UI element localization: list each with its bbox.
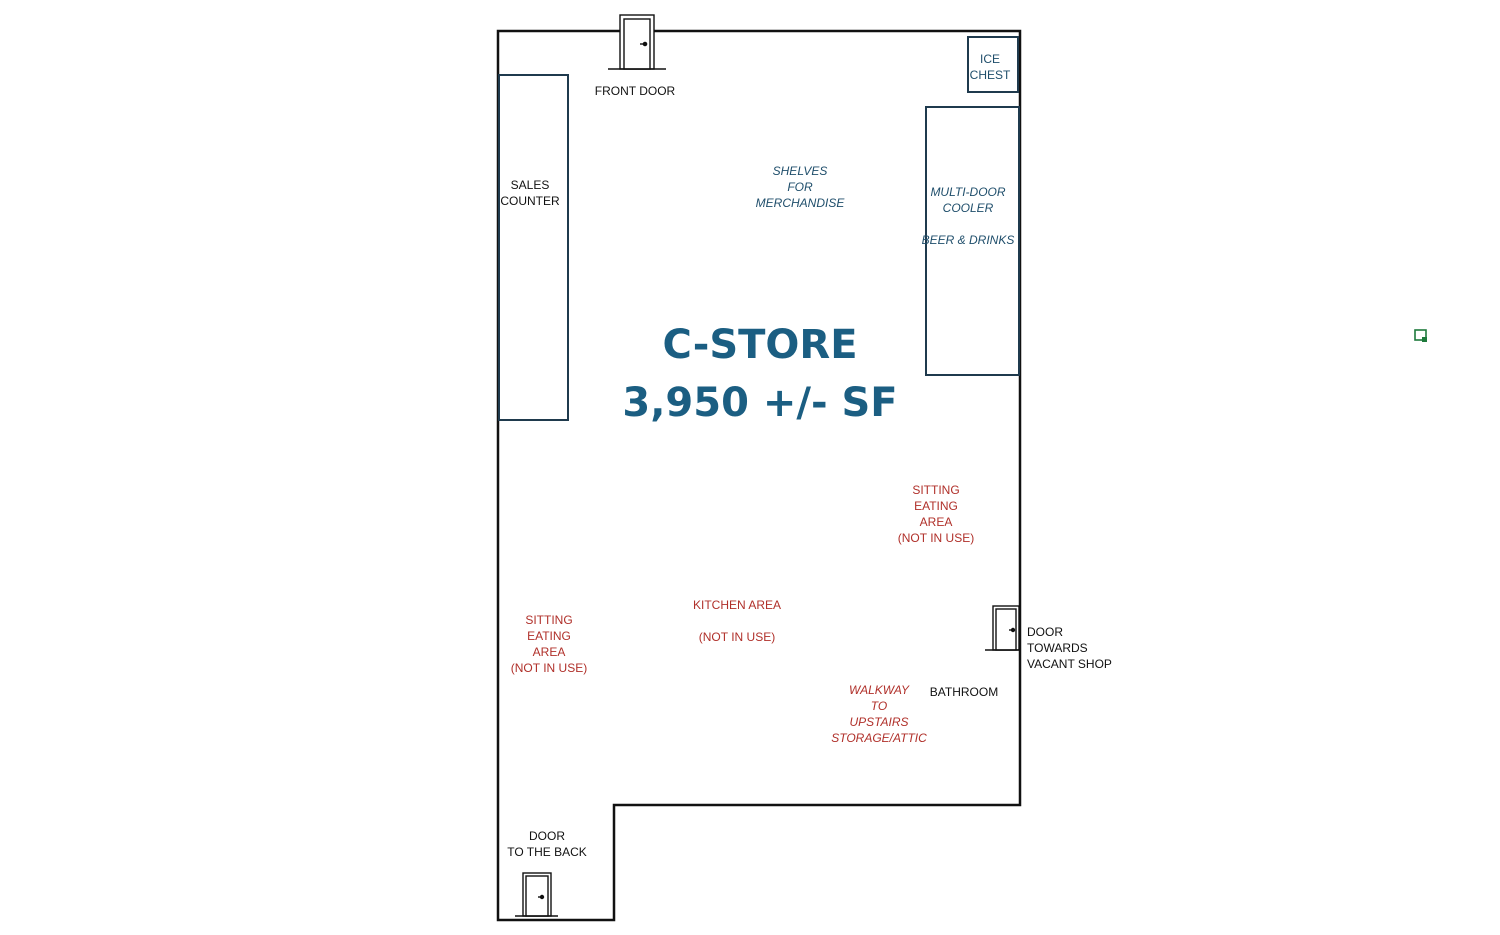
cooler-label: MULTI-DOOR COOLER BEER & DRINKS	[921, 185, 1015, 247]
multi-door-cooler	[925, 106, 1020, 376]
side-door-icon	[985, 605, 1020, 651]
shelves-label: SHELVES FOR MERCHANDISE	[755, 164, 845, 210]
sitting-area-right-label: SITTING EATING AREA (NOT IN USE)	[897, 483, 975, 545]
back-door-icon	[515, 872, 558, 917]
store-size: 3,950 +/- SF	[622, 380, 898, 426]
kitchen-area-label: KITCHEN AREA (NOT IN USE)	[692, 598, 782, 644]
sitting-area-left-label: SITTING EATING AREA (NOT IN USE)	[510, 613, 588, 675]
ice-chest-label: ICE CHEST	[969, 52, 1011, 82]
comment-marker-icon[interactable]	[1414, 329, 1428, 343]
front-door-icon	[608, 14, 666, 70]
exterior-wall	[496, 29, 1022, 922]
sales-counter	[498, 74, 569, 421]
store-name: C-STORE	[662, 322, 858, 368]
vacant-shop-door-label: DOOR TOWARDS VACANT SHOP	[1027, 625, 1112, 671]
bathroom-label: BATHROOM	[929, 685, 999, 699]
sales-counter-label: SALES COUNTER	[500, 178, 560, 208]
front-door-label: FRONT DOOR	[594, 84, 676, 98]
ice-chest	[967, 36, 1019, 93]
walkway-label: WALKWAY TO UPSTAIRS STORAGE/ATTIC	[831, 683, 927, 745]
back-door-label: DOOR TO THE BACK	[507, 829, 587, 859]
